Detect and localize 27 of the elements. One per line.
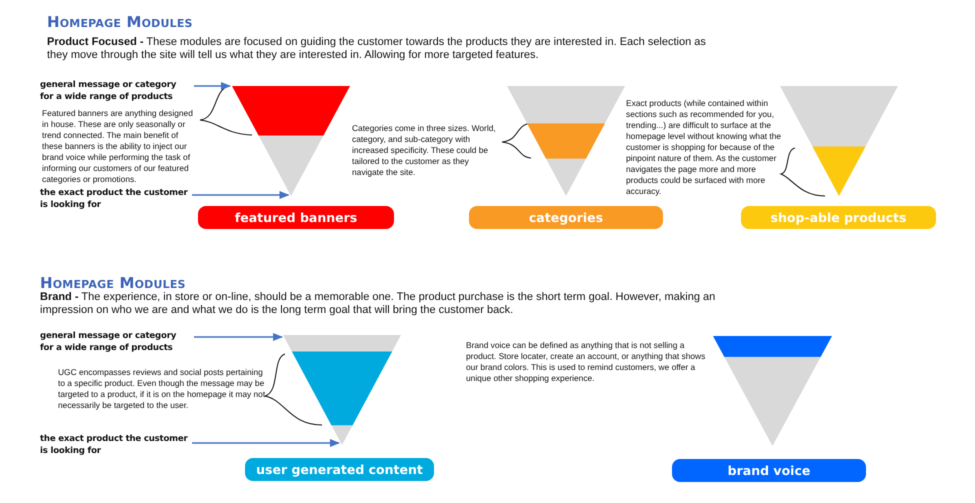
funnel-drawing [780, 86, 898, 196]
description-text: Exact products (while contained within sections such as recommended for you, trending...) are difficult to surface at the homepage level without knowing what the customer is shopping for because of the pinpoint nature of them. As the customer navigates the page more and more products could be surfaced with more accuracy. [626, 98, 782, 197]
description-text: Categories come in three sizes. World, category, and sub-category with increased specificity. These could be tailored to the customer as they navigate the site. [352, 123, 497, 178]
module-label: brand voice [672, 459, 866, 482]
note-text: general message or category for a wide range of products [40, 330, 192, 354]
module-label: categories [469, 206, 663, 229]
funnel-drawing [283, 335, 401, 445]
funnel-drawing [713, 336, 832, 446]
module-label: user generated content [245, 458, 434, 481]
arrow [194, 82, 231, 90]
description-text: Brand voice can be defined as anything that is not selling a product. Store locater, create an account, or anything that shows our brand colors. This is used to remind customers, we offer a unique other shopping experience. [466, 340, 706, 384]
funnel-drawing [507, 86, 625, 196]
description-text: Featured banners are anything designed in house. These are only seasonally or trend connected. The main benefit of these banners is the ability to inject our brand voice while performing the task of informing our customers of our featured categories or promotions. [42, 108, 194, 185]
heading: Homepage Modules [40, 274, 186, 292]
note-text: the exact product the customer is looking for [40, 187, 190, 211]
module-label: shop-able products [741, 206, 936, 229]
note-text: general message or category for a wide range of products [40, 79, 192, 103]
funnel-drawing [232, 86, 350, 196]
arrow [192, 439, 340, 447]
intro-paragraph: Product Focused - These modules are focused on guiding the customer towards the products they are interested in. Each selection as they move through the site will tell us what they are interested in. Allowing for more targeted features. [47, 36, 707, 62]
arrow [194, 333, 284, 341]
module-label: featured banners [198, 206, 394, 229]
heading: Homepage Modules [47, 13, 193, 31]
intro-paragraph: Brand - The experience, in store or on-line, should be a memorable one. The product purchase is the short term goal. However, making an impression on who we are and what we do is the long term goal that will bring the customer back. [40, 291, 716, 317]
description-text: UGC encompasses reviews and social posts pertaining to a specific product. Even though the message may be targeted to a product, if it is on the homepage it may not necessarily be targeted to the user. [58, 367, 266, 411]
note-text: the exact product the customer is looking for [40, 433, 190, 457]
arrow [192, 191, 290, 199]
